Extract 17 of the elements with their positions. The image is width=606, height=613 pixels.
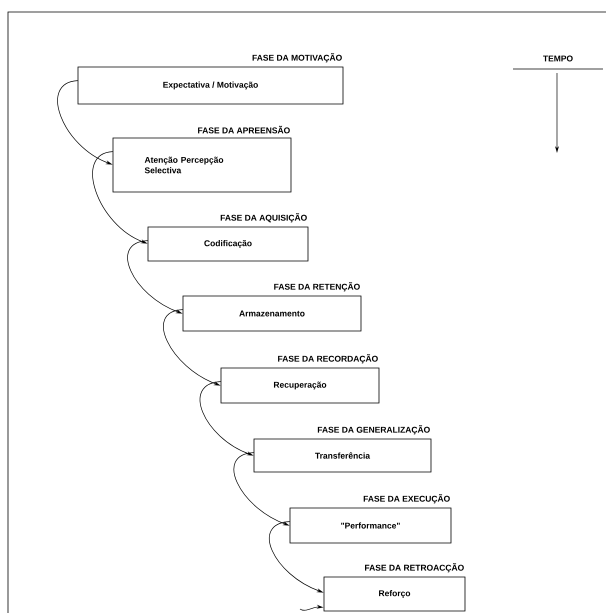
phase-heading: FASE DA APREENSÃO — [198, 126, 290, 134]
process-box: Transferência — [254, 438, 432, 472]
phase-heading: FASE DA RETROACÇÃO — [365, 563, 464, 572]
process-box: Expectativa / Motivação — [78, 66, 344, 104]
phase-heading: FASE DA GENERALIZAÇÃO — [318, 425, 430, 434]
process-box: Recuperação — [220, 368, 380, 404]
phase-heading: FASE DA AQUISIÇÃO — [220, 213, 307, 222]
process-box: Codificação — [148, 226, 308, 262]
phase-heading: FASE DA RETENÇÃO — [274, 282, 360, 292]
process-box: Armazenamento — [182, 296, 362, 332]
process-box: Atenção Percepção Selectiva — [112, 138, 292, 192]
process-box: "Performance" — [290, 508, 452, 544]
phase-heading: FASE DA RECORDAÇÃO — [278, 354, 378, 364]
phase-heading: FASE DA EXECUÇÃO — [364, 494, 450, 504]
process-box: Reforço — [324, 576, 466, 612]
time-label: TEMPO — [543, 56, 573, 62]
phase-heading: FASE DA MOTIVAÇÃO — [252, 53, 342, 62]
